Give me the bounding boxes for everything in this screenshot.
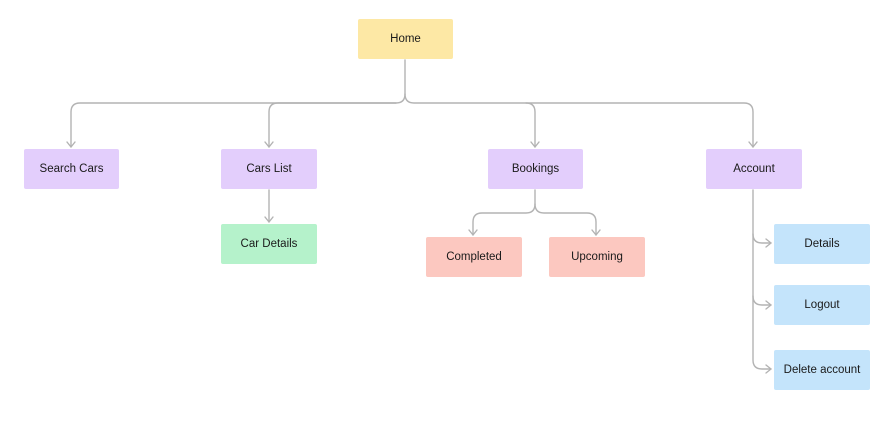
node-home[interactable]: Home bbox=[358, 19, 453, 59]
node-cars-list[interactable]: Cars List bbox=[221, 149, 317, 189]
node-search-cars[interactable]: Search Cars bbox=[24, 149, 119, 189]
arrowhead-delete-account bbox=[765, 364, 772, 374]
node-completed[interactable]: Completed bbox=[426, 237, 522, 277]
node-bookings[interactable]: Bookings bbox=[488, 149, 583, 189]
node-logout[interactable]: Logout bbox=[774, 285, 870, 325]
connector-bookings-split bbox=[472, 189, 536, 236]
arrowhead-account bbox=[748, 141, 758, 148]
node-upcoming[interactable]: Upcoming bbox=[549, 237, 645, 277]
arrowhead-search-cars bbox=[66, 141, 76, 148]
connector-home-to-cars-list bbox=[268, 102, 397, 148]
connector-account-vertical bbox=[752, 189, 772, 370]
connector-account-to-logout bbox=[752, 295, 772, 306]
arrowhead-bookings bbox=[530, 141, 540, 148]
connector-bookings-to-upcoming bbox=[534, 203, 597, 236]
connector-account-to-details bbox=[752, 233, 772, 244]
connector-home-to-bookings bbox=[404, 93, 536, 148]
connector-home-trunk bbox=[70, 59, 406, 148]
connector-home-to-account bbox=[525, 102, 754, 148]
arrowhead-logout bbox=[765, 300, 772, 310]
arrowhead-cars-list bbox=[264, 141, 274, 148]
arrowhead-car-details bbox=[264, 216, 274, 223]
arrowhead-details bbox=[765, 238, 772, 248]
node-details[interactable]: Details bbox=[774, 224, 870, 264]
arrowhead-completed bbox=[468, 229, 478, 236]
node-car-details[interactable]: Car Details bbox=[221, 224, 317, 264]
arrowhead-upcoming bbox=[591, 229, 601, 236]
node-delete-account[interactable]: Delete account bbox=[774, 350, 870, 390]
node-account[interactable]: Account bbox=[706, 149, 802, 189]
